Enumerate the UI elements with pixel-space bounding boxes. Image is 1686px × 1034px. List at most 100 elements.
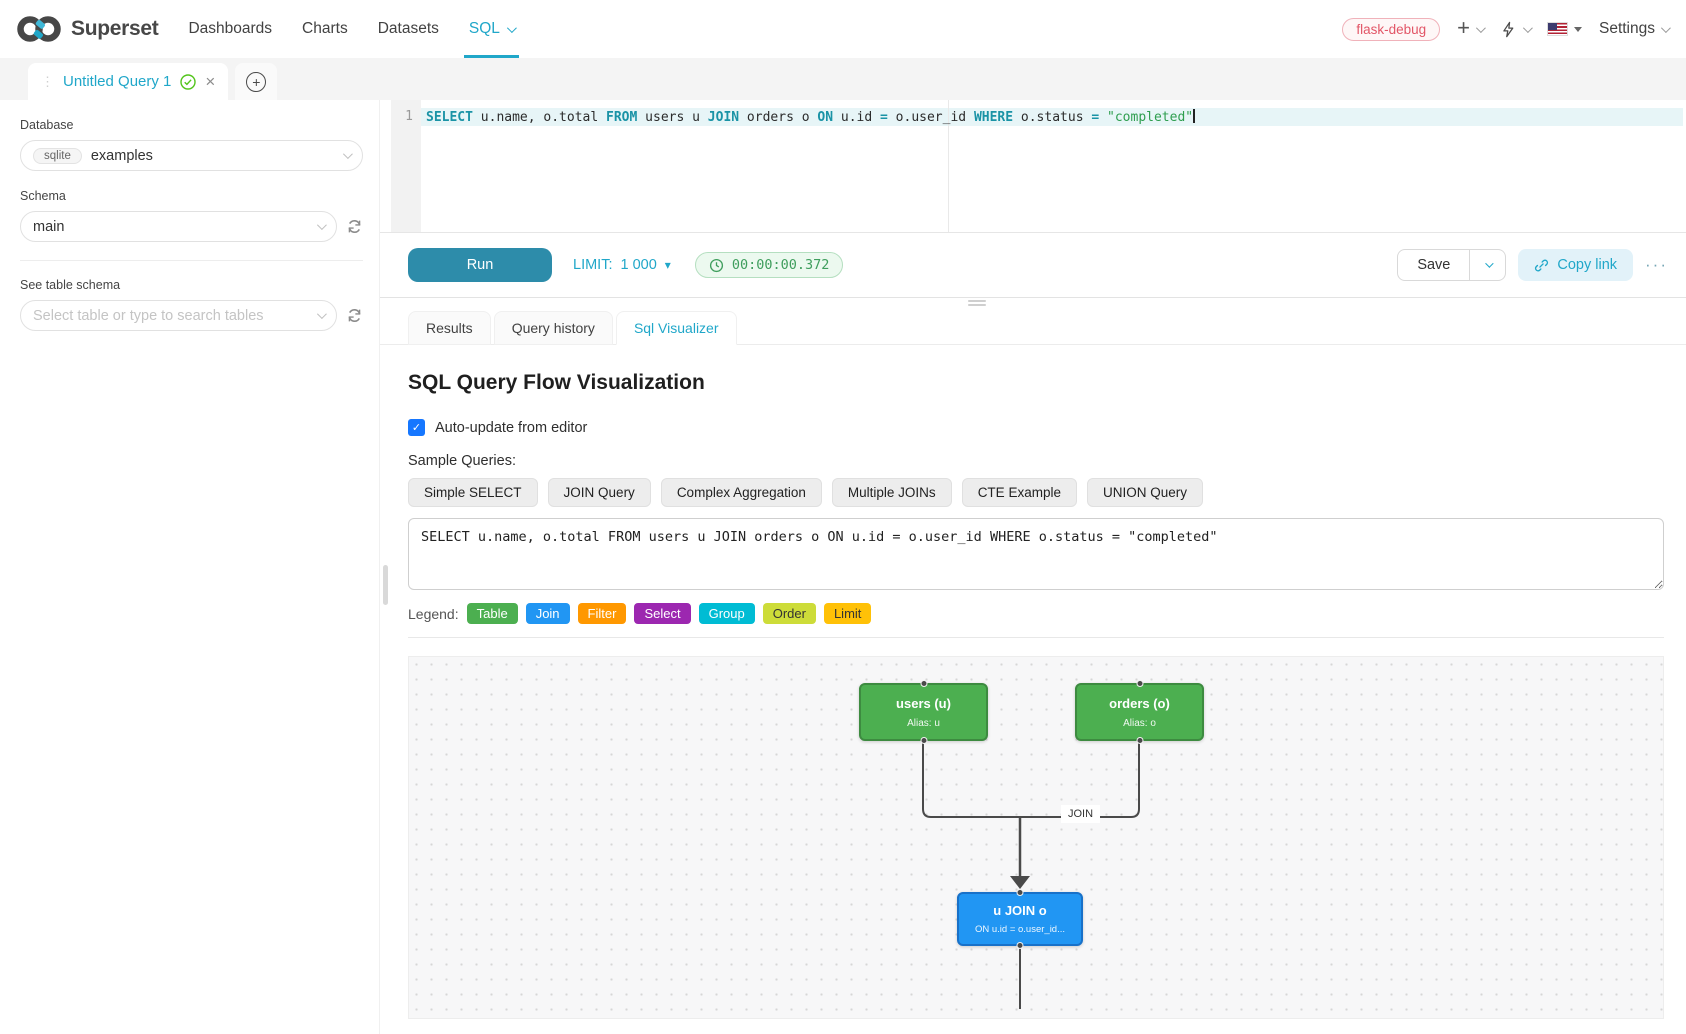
node-handle-top[interactable] (1136, 680, 1143, 687)
database-select[interactable]: sqlite examples (20, 140, 363, 171)
schema-select[interactable]: main (20, 211, 337, 242)
node-handle-bottom[interactable] (1016, 942, 1024, 949)
editor-code-line[interactable]: SELECT u.name, o.total FROM users u JOIN… (426, 109, 1196, 125)
limit-dropdown[interactable]: LIMIT: 1 000 ▾ (573, 257, 671, 273)
nav-item-label: Dashboards (188, 20, 273, 37)
sql-visualizer-panel: SQL Query Flow Visualization ✓ Auto-upda… (380, 345, 1686, 1034)
sidebar-divider (20, 260, 363, 261)
nav-item-label: Charts (302, 20, 348, 37)
nav-item-dashboards[interactable]: Dashboards (164, 0, 287, 58)
nav-item-sql[interactable]: SQL (454, 0, 529, 58)
new-query-tab-button[interactable]: + (235, 63, 278, 100)
drag-handle-icon[interactable] (967, 300, 986, 308)
nav-item-datasets[interactable]: Datasets (363, 0, 454, 58)
visualizer-sql-input[interactable] (408, 518, 1664, 590)
sample-button-simple-select[interactable]: Simple SELECT (408, 478, 538, 507)
sample-button-join-query[interactable]: JOIN Query (547, 478, 651, 507)
sql-token-pl: u.id (833, 110, 881, 125)
check-circle-icon (180, 73, 197, 90)
lightning-icon (1503, 21, 1514, 37)
node-handle-top[interactable] (1016, 889, 1024, 896)
chevron-down-icon (1522, 22, 1533, 33)
drag-handle-icon[interactable]: ⋮ (41, 73, 54, 89)
legend-chip-limit: Limit (823, 603, 872, 624)
sql-token-op: = (880, 110, 888, 125)
run-button[interactable]: Run (408, 248, 552, 282)
legend-chip-join: Join (525, 603, 570, 624)
sql-token-pl: o.user_id (887, 110, 974, 125)
plus-icon: + (1457, 14, 1470, 40)
sql-token-kw: ON (817, 110, 834, 125)
auto-update-label: Auto-update from editor (435, 419, 588, 436)
legend-chip-group: Group (698, 603, 755, 624)
language-picker[interactable] (1546, 22, 1582, 36)
table-schema-label: See table schema (20, 278, 121, 292)
app-header: Superset Dashboards Charts Datasets SQL fla… (0, 0, 1686, 58)
sample-button-multiple-joins[interactable]: Multiple JOINs (831, 478, 952, 507)
sample-button-union-query[interactable]: UNION Query (1086, 478, 1203, 507)
flow-node-orders[interactable]: orders (o)Alias: o (1075, 680, 1204, 744)
sample-queries-label: Sample Queries: (408, 453, 516, 469)
copy-link-button[interactable]: Copy link (1518, 249, 1634, 281)
editor-cursor (1193, 109, 1196, 123)
node-title: orders (o) (1109, 696, 1170, 711)
tab-sql-visualizer[interactable]: Sql Visualizer (615, 311, 737, 345)
tab-query-history[interactable]: Query history (493, 311, 613, 345)
flow-node-join[interactable]: u JOIN o ON u.id = o.user_id... (957, 889, 1083, 949)
header-right: flask-debug + Settings (1342, 14, 1671, 41)
more-options-button[interactable]: ··· (1645, 255, 1668, 274)
query-engine-button[interactable] (1500, 20, 1533, 39)
sql-token-pl: o.status (1013, 110, 1092, 125)
clock-icon (709, 258, 723, 272)
caret-down-icon (1573, 26, 1582, 32)
editor-gutter: 1 (391, 100, 421, 232)
chevron-down-icon (506, 22, 517, 33)
editor-print-margin (948, 100, 949, 232)
sql-token-pl: u.name, o.total (472, 110, 607, 125)
sample-button-cte-example[interactable]: CTE Example (961, 478, 1077, 507)
sample-button-complex-aggregation[interactable]: Complex Aggregation (660, 478, 822, 507)
sql-token-pl (1099, 110, 1107, 125)
sql-code-editor[interactable]: 1 SELECT u.name, o.total FROM users u JO… (380, 100, 1686, 233)
limit-value: 1 000 (620, 257, 657, 273)
save-button[interactable]: Save (1397, 249, 1471, 281)
superset-brand[interactable]: Superset (16, 14, 159, 44)
superset-logo-icon (17, 16, 61, 42)
nav-item-charts[interactable]: Charts (287, 0, 363, 58)
pane-resize-thumb[interactable] (383, 565, 388, 605)
chevron-down-icon (1485, 259, 1494, 268)
close-tab-icon[interactable]: × (205, 72, 216, 91)
south-pane-divider[interactable] (380, 297, 1686, 306)
tab-results[interactable]: Results (408, 311, 491, 345)
legend-chip-select: Select (634, 603, 691, 624)
node-handle-top[interactable] (920, 680, 927, 687)
query-tab[interactable]: ⋮ Untitled Query 1 × (28, 63, 229, 100)
auto-update-checkbox[interactable]: ✓ (408, 419, 425, 436)
nav-item-label: Datasets (377, 20, 439, 37)
new-item-button[interactable]: + (1457, 14, 1486, 40)
app-body: Database sqlite examples Schema main See… (0, 100, 1686, 1034)
node-handle-bottom[interactable] (1136, 737, 1143, 744)
node-subtitle: ON u.id = o.user_id... (974, 924, 1066, 935)
database-select-value: examples (90, 147, 153, 164)
refresh-tables-icon[interactable] (346, 307, 363, 324)
table-select[interactable]: Select table or type to search tables (20, 300, 337, 331)
copy-link-label: Copy link (1557, 257, 1618, 273)
database-label: Database (20, 118, 74, 132)
schema-label: Schema (20, 189, 66, 203)
node-handle-bottom[interactable] (920, 737, 927, 744)
sql-editor-pane: 1 SELECT u.name, o.total FROM users u JO… (380, 100, 1686, 1034)
settings-menu[interactable]: Settings (1598, 20, 1671, 38)
node-title: u JOIN o (993, 903, 1047, 918)
save-options-button[interactable] (1470, 249, 1507, 281)
flow-edges (922, 741, 1140, 1009)
flow-node-users[interactable]: users (u)Alias: u (859, 680, 988, 744)
nav-item-label: SQL (468, 20, 500, 37)
settings-label: Settings (1598, 20, 1655, 37)
refresh-schema-icon[interactable] (346, 218, 363, 235)
chevron-down-icon (1660, 22, 1671, 33)
sql-token-pl: users u (637, 110, 708, 125)
